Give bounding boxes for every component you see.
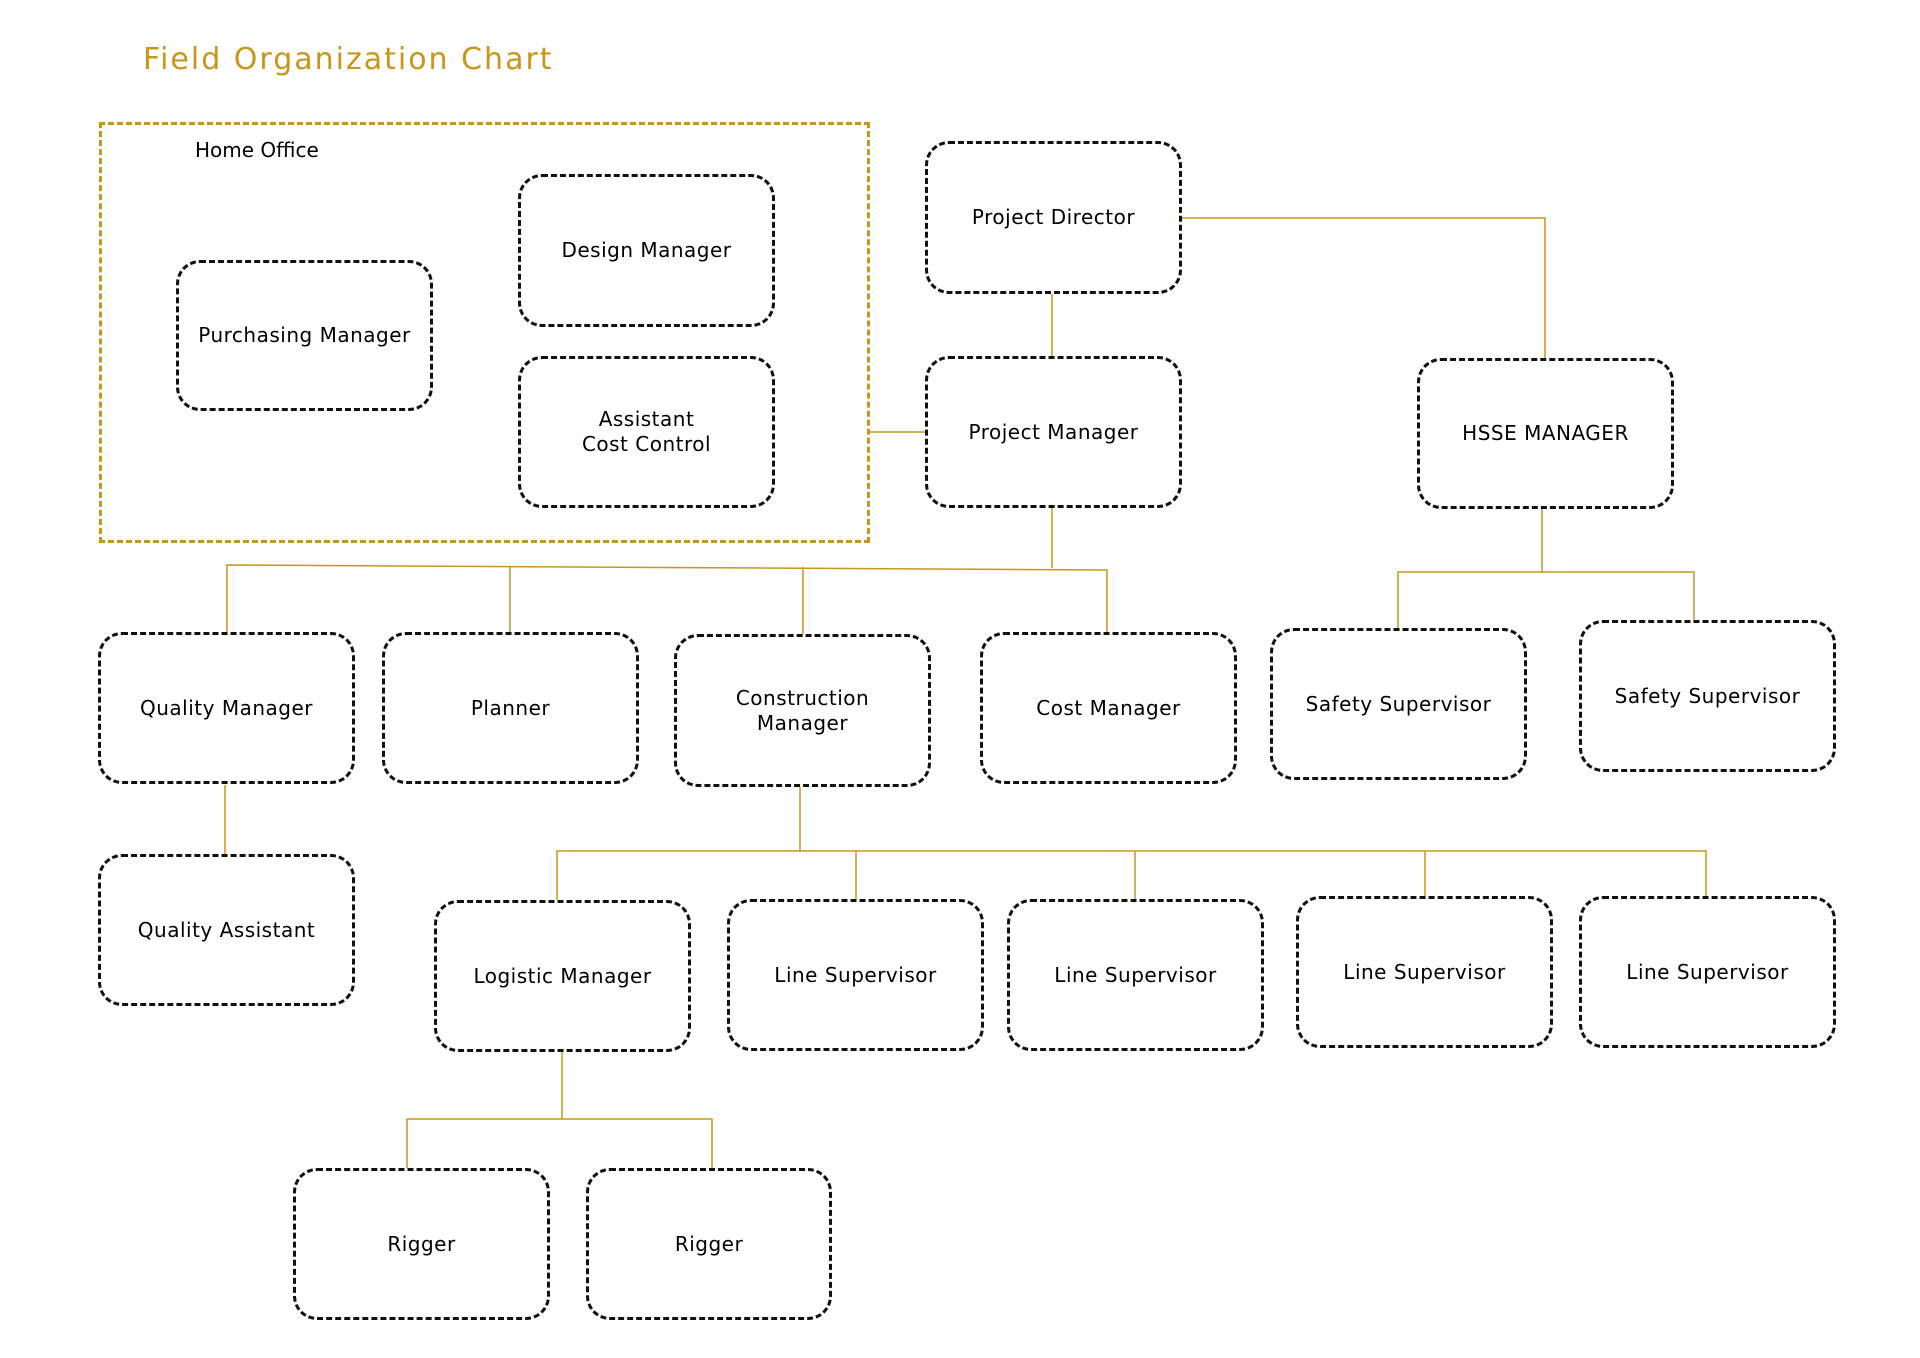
rigger-box-2: Rigger: [586, 1168, 832, 1320]
logistic-manager-box: Logistic Manager: [434, 900, 691, 1052]
assistant-cost-control-box: Assistant Cost Control: [518, 356, 775, 508]
line-supervisor-box-3: Line Supervisor: [1296, 896, 1553, 1048]
safety-supervisor-box-1: Safety Supervisor: [1270, 628, 1527, 780]
cost-manager-box: Cost Manager: [980, 632, 1237, 784]
safety-supervisor-box-2: Safety Supervisor: [1579, 620, 1836, 772]
construction-manager-box: Construction Manager: [674, 634, 931, 787]
design-manager-box: Design Manager: [518, 174, 775, 327]
connector-line-bus: [556, 850, 1707, 902]
rigger-box-1: Rigger: [293, 1168, 550, 1320]
home-office-group: [99, 122, 870, 543]
quality-assistant-box: Quality Assistant: [98, 854, 355, 1006]
connector-manager-bus-horizontal: [226, 564, 1108, 632]
project-manager-box: Project Manager: [925, 356, 1182, 508]
purchasing-manager-box: Purchasing Manager: [176, 260, 433, 411]
planner-box: Planner: [382, 632, 639, 784]
home-office-label: Home Office: [195, 138, 319, 162]
hsse-manager-box: HSSE MANAGER: [1417, 358, 1674, 509]
line-supervisor-box-4: Line Supervisor: [1579, 896, 1836, 1048]
line-supervisor-box-2: Line Supervisor: [1007, 899, 1264, 1051]
connector-hsse-safety: [1397, 571, 1695, 630]
connector-riggers: [406, 1118, 713, 1170]
project-director-box: Project Director: [925, 141, 1182, 294]
line-supervisor-box-1: Line Supervisor: [727, 899, 984, 1051]
connector-director-hsse: [1182, 217, 1546, 360]
quality-manager-box: Quality Manager: [98, 632, 355, 784]
chart-title: Field Organization Chart: [143, 42, 554, 77]
